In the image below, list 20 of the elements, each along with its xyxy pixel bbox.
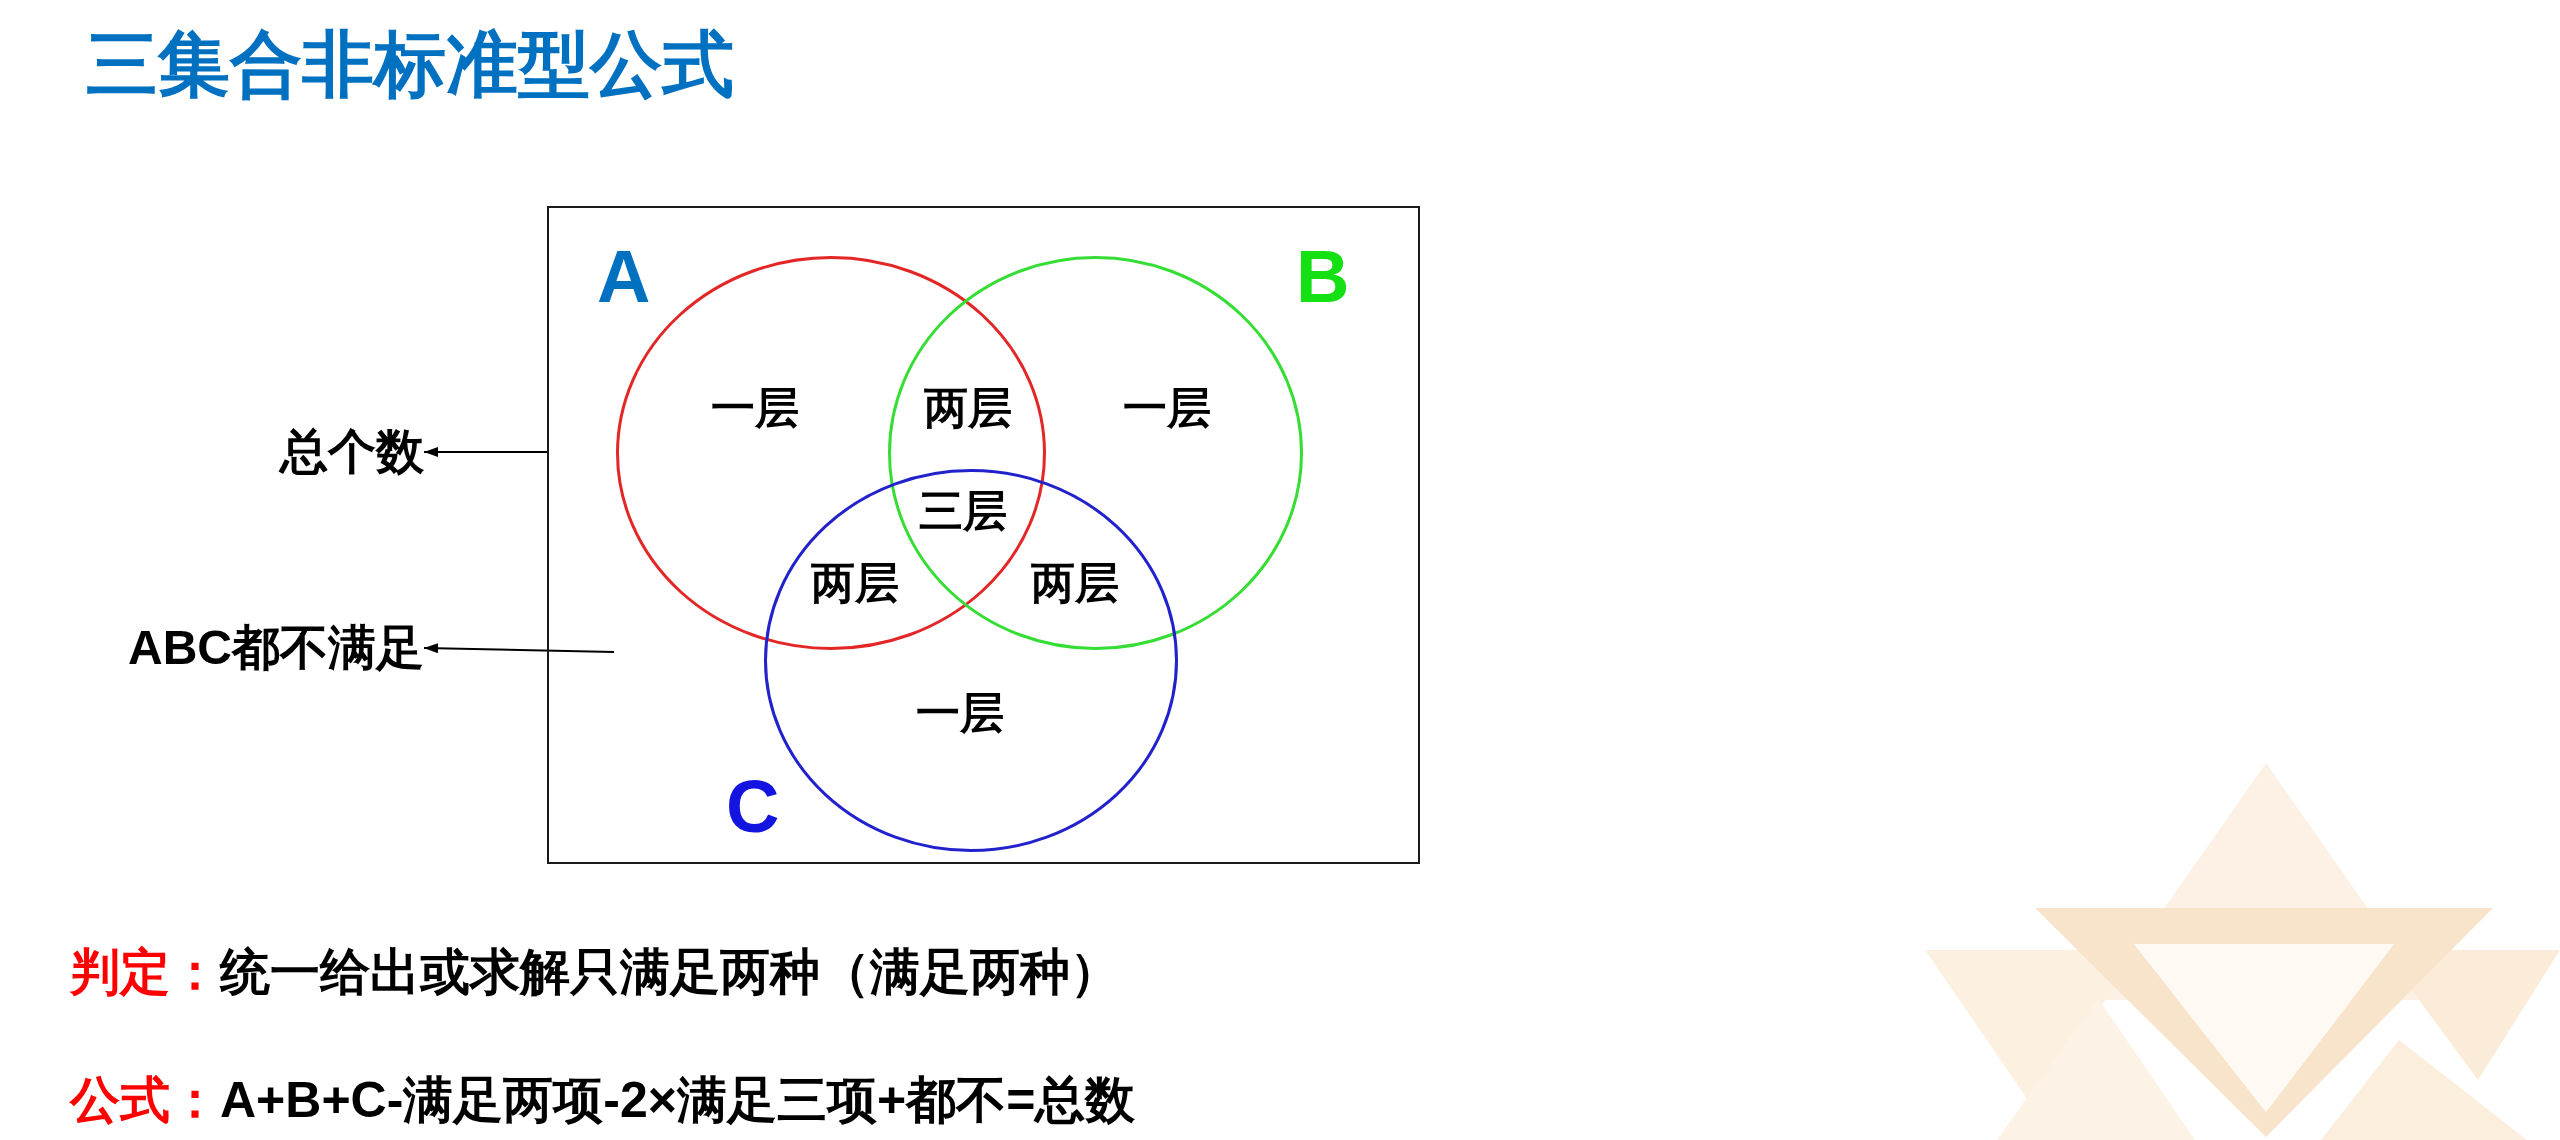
- region-label: 三层: [919, 489, 1007, 533]
- set-label: A: [597, 240, 651, 314]
- region-label: 两层: [1031, 561, 1119, 605]
- leader-arrow: [423, 643, 615, 654]
- set-label: C: [726, 770, 780, 844]
- region-label: 一层: [916, 691, 1004, 735]
- region-label: 两层: [924, 386, 1012, 430]
- leader-arrow: [423, 447, 548, 457]
- region-label: 一层: [1123, 386, 1211, 430]
- rule-text: 统一给出或求解只满足两种（满足两种）: [220, 947, 1120, 997]
- page-title: 三集合非标准型公式: [86, 28, 734, 100]
- region-label: 两层: [811, 561, 899, 605]
- set-label: B: [1296, 240, 1350, 314]
- universe-box: [547, 206, 1420, 864]
- leader-label: 总个数: [280, 428, 424, 476]
- formula-heading: 公式：: [70, 1075, 220, 1125]
- rule-heading: 判定：: [70, 947, 220, 997]
- region-label: 一层: [711, 386, 799, 430]
- formula-text: A+B+C-满足两项-2×满足三项+都不=总数: [220, 1075, 1136, 1125]
- leader-label: ABC都不满足: [128, 624, 424, 672]
